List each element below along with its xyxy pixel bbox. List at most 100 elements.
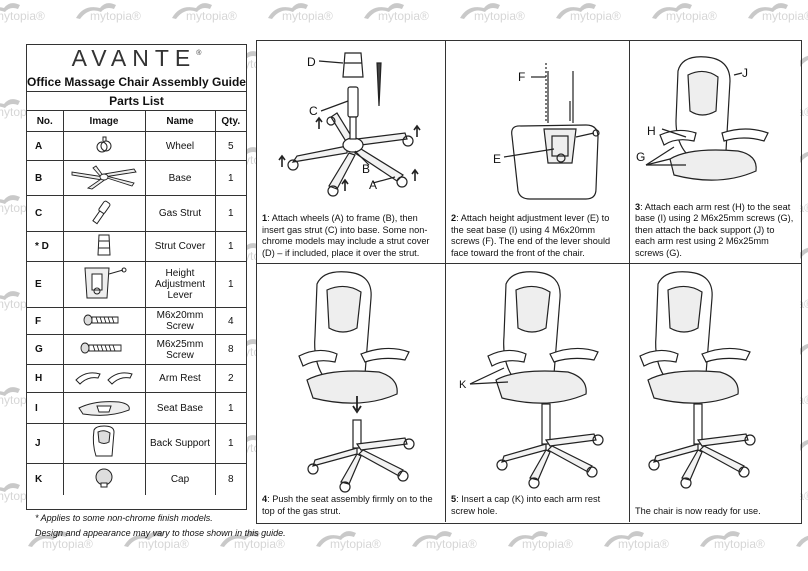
- watermark-text: mytopia®: [90, 9, 141, 23]
- parts-table-header: No. Image Name Qty.: [27, 111, 246, 132]
- column-header-qty: Qty.: [215, 111, 246, 132]
- step-1-label-d: D: [307, 55, 316, 69]
- part-qty: 4: [215, 307, 246, 335]
- strut-cover-icon: [64, 233, 145, 260]
- step-1-label-a: A: [369, 178, 377, 192]
- final-step-cell: The chair is now ready for use.: [630, 264, 800, 521]
- part-image: [63, 392, 146, 424]
- step-1-label-b: B: [362, 162, 370, 176]
- step-3-caption: 3: Attach each arm rest (H) to the seat …: [635, 201, 794, 258]
- step-3-label-g: G: [636, 150, 645, 164]
- part-image: [63, 131, 146, 161]
- part-qty: 1: [215, 195, 246, 232]
- step-1-label-c: C: [309, 104, 318, 118]
- part-name: M6x25mm Screw: [145, 334, 216, 365]
- part-number: G: [27, 334, 64, 365]
- part-image: [63, 463, 146, 495]
- parts-row: K Cap 8: [27, 463, 246, 495]
- step-3-label-h: H: [647, 124, 656, 138]
- watermark-text: mytopia®: [618, 537, 669, 551]
- step-1-cell: D C B A 1: Attach wheels (A) to frame (B…: [257, 41, 445, 263]
- part-number: * D: [27, 231, 64, 262]
- part-qty: 8: [227, 473, 234, 485]
- screw-icon: [64, 312, 145, 331]
- step-2-caption: 2: Attach height adjustment lever (E) to…: [451, 213, 611, 258]
- part-name: Back Support: [145, 423, 216, 464]
- wheel-icon: [64, 135, 145, 158]
- part-number: F: [27, 307, 64, 335]
- cap-icon: [64, 467, 145, 492]
- step-2-illustration: F E: [493, 63, 600, 200]
- part-image: [63, 160, 146, 196]
- part-qty: 8: [215, 334, 246, 365]
- step-3-illustration: J H G: [636, 56, 769, 181]
- part-image: [63, 307, 146, 335]
- column-header-image: Image: [63, 111, 146, 132]
- column-header-no: No.: [27, 111, 64, 132]
- part-number: A: [27, 131, 64, 161]
- part-name: Strut Cover: [145, 231, 216, 262]
- arm-rest-icon: [64, 366, 145, 391]
- part-image: [63, 261, 146, 308]
- final-step-illustration: [639, 271, 756, 489]
- parts-list-title: Parts List: [27, 92, 246, 111]
- watermark-text: mytopia®: [186, 9, 237, 23]
- watermark-text: mytopia®: [474, 9, 525, 23]
- part-qty: 1: [215, 231, 246, 262]
- step-3-cell: J H G 3: Attach each arm rest (H) to the…: [630, 41, 800, 263]
- step-2-cell: F E 2: Attach height adjustment lever (E…: [446, 41, 629, 263]
- step-3-label-j: J: [742, 66, 748, 80]
- watermark-text: mytopia®: [522, 537, 573, 551]
- part-number: K: [27, 463, 64, 495]
- brand-logo: AVANTE®: [71, 45, 202, 71]
- part-qty: 5: [215, 131, 246, 161]
- part-name: Height Adjustment Lever: [145, 261, 216, 308]
- part-name: Seat Base: [145, 392, 216, 424]
- part-name: Gas Strut: [145, 195, 216, 232]
- guide-title: Office Massage Chair Assembly Guide: [27, 73, 246, 92]
- step-4-illustration: [298, 271, 415, 493]
- final-step-caption: The chair is now ready for use.: [635, 505, 761, 516]
- part-name: Cap: [145, 463, 216, 495]
- part-qty: 1: [215, 423, 246, 464]
- part-image: [63, 195, 146, 232]
- part-number: E: [27, 261, 64, 308]
- base-icon: [64, 164, 145, 193]
- step-2-label-e: E: [493, 152, 501, 166]
- watermark-text: mytopia®: [570, 9, 621, 23]
- step-1-caption: 1: Attach wheels (A) to frame (B), then …: [262, 213, 430, 258]
- step-5-label-k: K: [459, 379, 467, 391]
- part-image: [63, 423, 146, 464]
- screw-long-icon: [64, 340, 145, 359]
- part-name: M6x20mm Screw: [145, 307, 216, 335]
- watermark-text: mytopia®: [378, 9, 429, 23]
- part-qty: 2: [215, 364, 246, 393]
- watermark-text: mytopia®: [714, 537, 765, 551]
- part-qty: 1: [215, 392, 246, 424]
- part-number: B: [27, 160, 64, 196]
- part-number: I: [27, 392, 64, 424]
- footnote-design: Design and appearance may vary to those …: [35, 528, 286, 538]
- step-5-illustration: K: [459, 271, 604, 489]
- part-name: Wheel: [145, 131, 216, 161]
- part-qty: 1: [215, 261, 246, 308]
- step-1-illustration: D C B A: [278, 52, 421, 197]
- column-header-name: Name: [145, 111, 216, 132]
- part-image: [63, 364, 146, 393]
- part-image: [63, 231, 146, 262]
- watermark-text: mytopia®: [762, 9, 808, 23]
- part-number: J: [27, 423, 64, 464]
- footnotes: * Applies to some non-chrome finish mode…: [35, 511, 286, 541]
- part-name: Arm Rest: [145, 364, 216, 393]
- watermark-text: mytopia®: [666, 9, 717, 23]
